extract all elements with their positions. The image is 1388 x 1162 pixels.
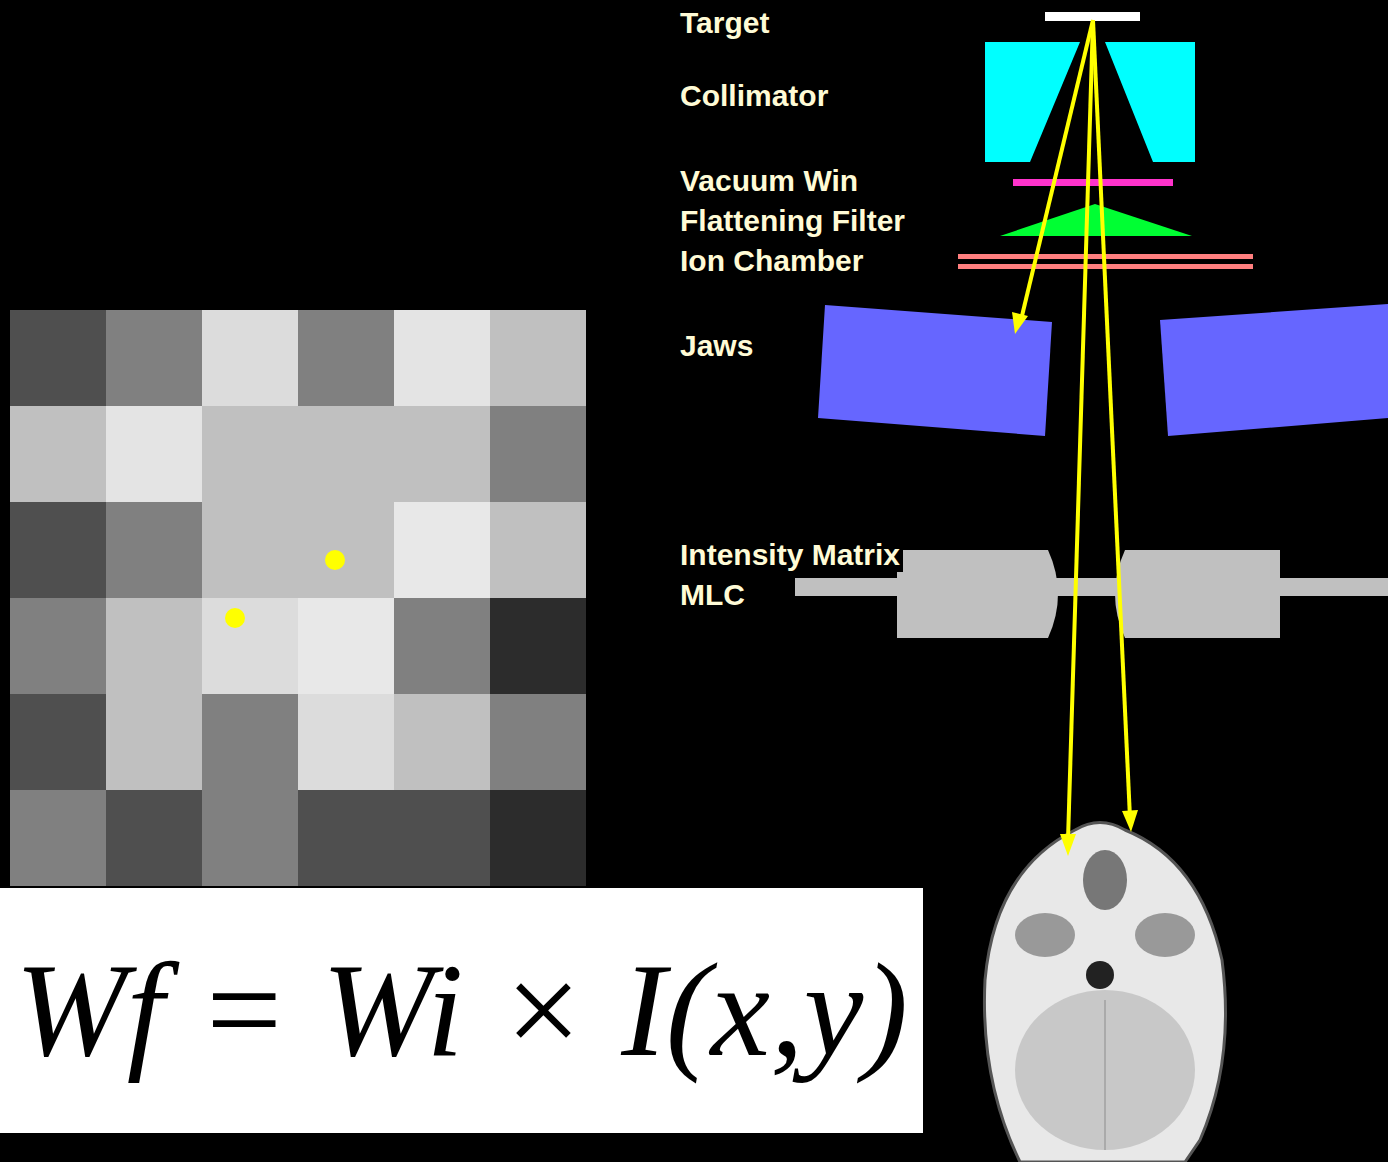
vacuum-window — [1013, 179, 1173, 186]
intensity-grid — [10, 310, 586, 886]
sample-dot — [225, 608, 245, 628]
sample-dot — [325, 550, 345, 570]
mlc-leaf — [1115, 550, 1280, 638]
part-label: Jaws — [677, 329, 756, 363]
part-label: Collimator — [677, 79, 831, 113]
flattening-filter — [1000, 204, 1192, 236]
formula-text: Wf = Wi × I(x,y) — [15, 943, 908, 1077]
part-label: Flattening Filter — [677, 204, 908, 238]
arrowhead — [1012, 312, 1138, 856]
collimator — [985, 42, 1080, 162]
part-label: Intensity Matrix — [677, 538, 903, 572]
collimator — [1105, 42, 1195, 162]
mlc-leaf — [897, 550, 1058, 638]
mlc-rail — [795, 578, 1388, 596]
part-label: Ion Chamber — [677, 244, 866, 278]
part-label: MLC — [677, 578, 748, 612]
formula-box: Wf = Wi × I(x,y) — [0, 888, 923, 1133]
part-label: Target — [677, 6, 772, 40]
jaw — [1160, 304, 1388, 436]
target — [1045, 12, 1140, 21]
part-label: Vacuum Win — [677, 164, 861, 198]
beam-ray — [1021, 20, 1130, 840]
patient-ct-slice — [984, 823, 1225, 1162]
jaw — [818, 305, 1052, 436]
